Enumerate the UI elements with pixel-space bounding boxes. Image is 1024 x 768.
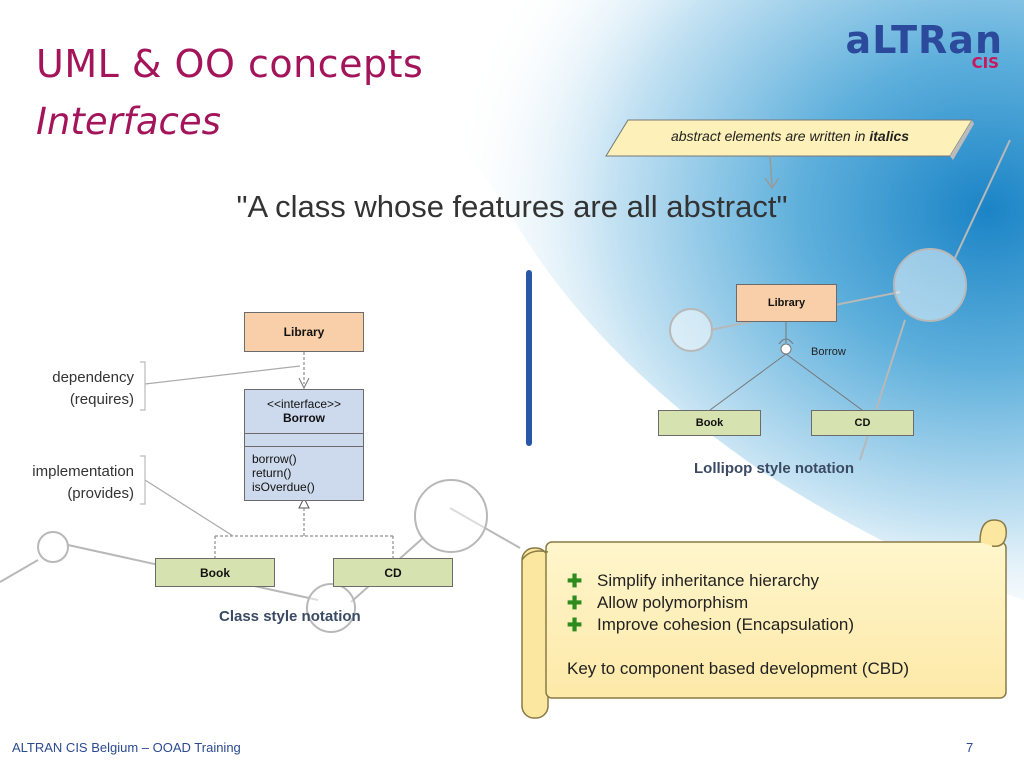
class-book-box: Book: [155, 558, 275, 587]
class-library-box: Library: [244, 312, 364, 352]
class-cd-box: CD: [333, 558, 453, 587]
operation: isOverdue(): [252, 480, 315, 494]
logo-main: aLTRan: [845, 18, 1003, 62]
slide-subtitle: Interfaces: [36, 100, 221, 143]
definition-quote: "A class whose features are all abstract…: [236, 189, 788, 224]
plus-icon: ✚: [567, 593, 583, 613]
benefit-text: Improve cohesion (Encapsulation): [597, 615, 855, 634]
benefits-scroll: ✚ Simplify inheritance hierarchy ✚ Allow p…: [567, 570, 909, 680]
logo-sub: CIS: [971, 54, 999, 72]
lollipop-library-box: Library: [736, 284, 837, 322]
note-emph: italics: [869, 128, 910, 144]
operation: return(): [252, 466, 292, 480]
plus-icon: ✚: [567, 571, 583, 591]
footer-text: ALTRAN CIS Belgium – OOAD Training: [12, 740, 241, 755]
requires-label: (requires): [69, 391, 134, 408]
dependency-label: dependency: [52, 369, 134, 386]
page-number: 7: [966, 740, 974, 755]
interface-attributes: [245, 434, 363, 447]
lollipop-book-box: Book: [658, 410, 761, 436]
class-style-caption: Class style notation: [219, 608, 361, 625]
benefit-item: ✚ Improve cohesion (Encapsulation): [567, 614, 909, 636]
interface-stereotype: <<interface>>: [266, 397, 342, 411]
provides-label: (provides): [67, 485, 134, 502]
operation: borrow(): [252, 452, 297, 466]
interface-header: <<interface>> Borrow: [245, 390, 363, 434]
lollipop-borrow-label: Borrow: [811, 346, 846, 358]
altran-logo: aLTRan CIS: [838, 18, 1003, 72]
benefit-conclusion: Key to component based development (CBD): [567, 659, 910, 678]
lollipop-style-caption: Lollipop style notation: [694, 460, 854, 477]
interface-name: Borrow: [283, 411, 325, 425]
implementation-label: implementation: [32, 463, 134, 480]
note-prefix: abstract elements are written in: [670, 128, 870, 144]
interface-operations: borrow() return() isOverdue(): [245, 447, 363, 494]
benefit-item: ✚ Allow polymorphism: [567, 592, 909, 614]
benefit-text: Allow polymorphism: [597, 593, 749, 612]
slide-title: UML & OO concepts: [36, 42, 424, 86]
plus-icon: ✚: [567, 615, 583, 635]
italics-note: abstract elements are written in italics: [620, 128, 960, 144]
benefit-text: Simplify inheritance hierarchy: [597, 571, 820, 590]
lollipop-cd-box: CD: [811, 410, 914, 436]
benefit-item: ✚ Simplify inheritance hierarchy: [567, 570, 909, 592]
interface-borrow-box: <<interface>> Borrow borrow() return() i…: [244, 389, 364, 501]
